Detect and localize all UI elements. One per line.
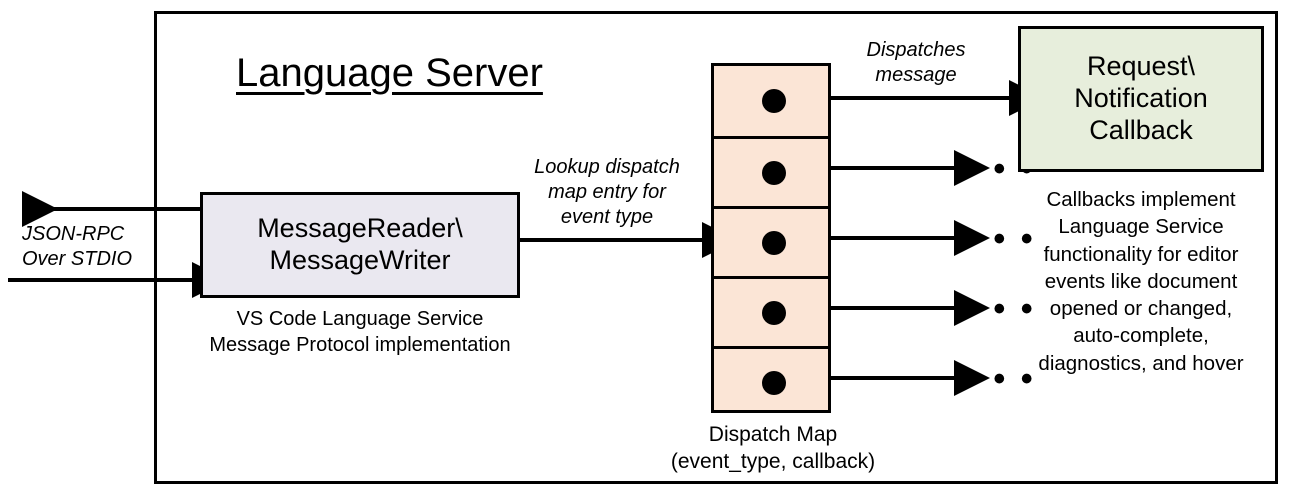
callback-caption-line6: auto-complete,	[1073, 324, 1209, 348]
map-caption-line1: Dispatch Map	[708, 423, 838, 446]
callback-caption-line5: opened or changed,	[1049, 297, 1233, 320]
dispatch-edge-label: Dispatches message	[832, 38, 1000, 88]
ellipsis-row-4: • • •	[966, 290, 1036, 328]
callback-dot-icon	[762, 370, 786, 395]
reader-title-line2: MessageWriter	[269, 245, 451, 275]
lookup-label-line2: map entry for	[548, 181, 666, 203]
callback-caption: Callbacks implement Language Service fun…	[1006, 186, 1276, 377]
callback-dot-icon	[762, 160, 786, 185]
callback-dot-icon	[762, 230, 786, 255]
dispatch-map-table[interactable]	[711, 63, 831, 413]
message-reader-caption: VS Code Language Service Message Protoco…	[195, 306, 525, 358]
callback-title-line2: Notification	[1074, 83, 1208, 114]
callback-dot-icon	[762, 300, 786, 325]
map-caption-line2: (event_type, callback)	[670, 450, 876, 474]
ellipsis-row-3: • • •	[966, 220, 1036, 258]
lookup-label-line1: Lookup dispatch	[534, 156, 680, 178]
table-row[interactable]	[714, 206, 828, 276]
table-row[interactable]	[714, 136, 828, 206]
reader-title-line1: MessageReader\	[257, 213, 463, 244]
callback-caption-line1: Callbacks implement	[1046, 188, 1236, 211]
request-notification-callback-box[interactable]: Request\ Notification Callback	[1018, 26, 1264, 172]
callback-caption-line7: diagnostics, and hover	[1038, 351, 1244, 375]
transport-label: JSON-RPC Over STDIO	[22, 222, 167, 272]
page-title: Language Server	[236, 51, 543, 95]
table-row[interactable]	[714, 346, 828, 416]
callback-caption-line3: functionality for editor	[1043, 242, 1239, 266]
lookup-label-line3: event type	[560, 206, 654, 228]
callback-title-line3: Callback	[1089, 114, 1193, 145]
message-reader-writer-box[interactable]: MessageReader\ MessageWriter	[200, 192, 520, 298]
dispatch-map-caption: Dispatch Map (event_type, callback)	[645, 421, 901, 476]
callback-title-line1: Request\	[1086, 51, 1196, 82]
transport-label-line2: Over STDIO	[22, 248, 133, 270]
callback-dot-icon	[762, 89, 786, 113]
callback-caption-line4: events like document	[1044, 269, 1238, 293]
ellipsis-row-5: • • •	[966, 360, 1036, 398]
dispatch-label-line2: message	[875, 64, 957, 86]
reader-caption-line2: Message Protocol implementation	[209, 334, 511, 356]
transport-label-line1: JSON-RPC	[22, 223, 125, 245]
callback-caption-line2: Language Service	[1058, 215, 1224, 239]
lookup-edge-label: Lookup dispatch map entry for event type	[514, 155, 700, 230]
language-server-container	[154, 11, 1278, 484]
table-row[interactable]	[714, 276, 828, 346]
reader-caption-line1: VS Code Language Service	[236, 308, 484, 330]
table-row[interactable]	[714, 66, 828, 136]
dispatch-label-line1: Dispatches	[866, 39, 966, 61]
